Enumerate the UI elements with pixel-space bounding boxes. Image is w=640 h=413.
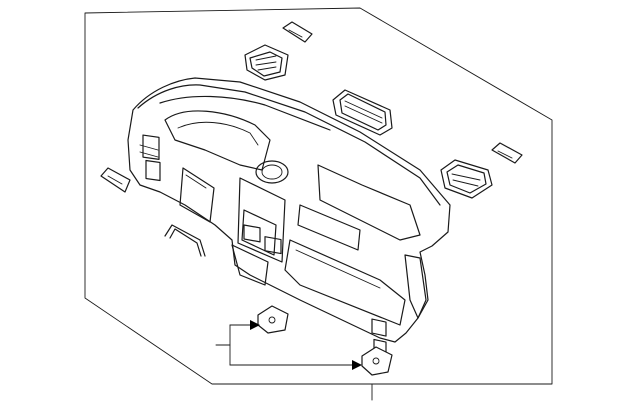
defrost-grille-left xyxy=(282,21,313,43)
diagram-frame xyxy=(84,7,553,385)
vent-upper-left xyxy=(244,44,289,81)
callout-leader xyxy=(215,320,373,401)
vent-center xyxy=(332,89,393,136)
defrost-grille-right xyxy=(491,142,523,164)
side-vent-left xyxy=(100,167,131,193)
bracket-lower xyxy=(361,346,393,376)
bracket-upper xyxy=(257,305,289,334)
arrow-head-icon xyxy=(352,360,362,370)
instrument-panel xyxy=(127,77,451,357)
support-bar xyxy=(164,224,206,257)
arrow-head-icon xyxy=(250,320,260,330)
vent-right xyxy=(440,159,493,199)
